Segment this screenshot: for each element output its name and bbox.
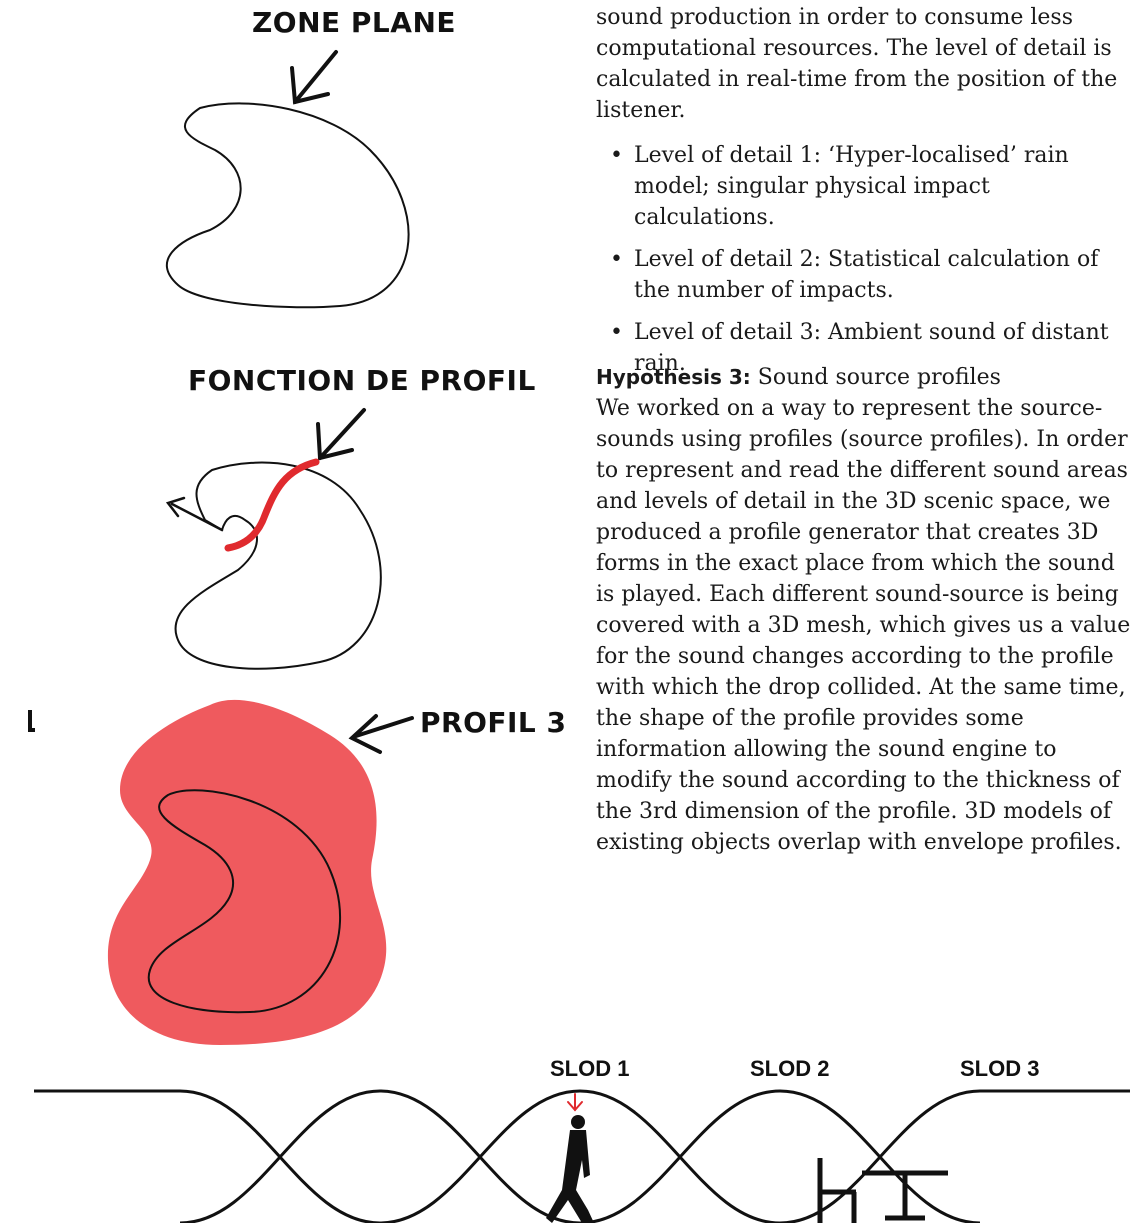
profil-3-label: PROFIL 3 xyxy=(420,706,567,739)
profile-function-curve xyxy=(224,458,320,552)
slod-3-label: SLOD 3 xyxy=(960,1056,1040,1081)
zone-plane-label: ZONE PLANE xyxy=(252,6,457,39)
arrow-icon xyxy=(316,408,366,461)
arrow-icon xyxy=(290,50,338,105)
list-item-text: Level of detail 1: ‘Hyper-localised’ rai… xyxy=(634,143,1069,230)
hypothesis-section: Hypothesis 3: Sound source profiles We w… xyxy=(596,362,1136,858)
profile-3-inner-shape xyxy=(147,789,341,1014)
impact-arrow-icon xyxy=(567,1093,583,1112)
slod-2-label: SLOD 2 xyxy=(750,1056,830,1081)
list-item: • Level of detail 1: ‘Hyper-localised’ ra… xyxy=(596,140,1136,233)
profile-3-envelope xyxy=(107,699,387,1045)
arrow-icon xyxy=(165,496,224,532)
zone-plane-shape xyxy=(165,102,410,309)
hypothesis-subtitle: Sound source profiles xyxy=(757,365,1001,390)
bullet-icon: • xyxy=(610,320,623,345)
arrow-icon xyxy=(348,714,414,754)
bullet-icon: • xyxy=(610,143,623,168)
detail-level-list: • Level of detail 1: ‘Hyper-localised’ ra… xyxy=(596,140,1136,390)
fonction-de-profil-label: FONCTION DE PROFIL xyxy=(188,364,536,397)
table-icon xyxy=(862,1170,948,1221)
slod-wave-diagram xyxy=(34,1089,1130,1223)
hypothesis-body: We worked on a way to represent the sour… xyxy=(596,396,1131,855)
intro-paragraph: sound production in order to consume les… xyxy=(596,5,1118,123)
list-item-text: Level of detail 3: Ambient sound of dist… xyxy=(634,320,1109,376)
bullet-icon: • xyxy=(610,247,623,272)
slod-1-label: SLOD 1 xyxy=(550,1056,630,1081)
list-item-text: Level of detail 2: Statistical calculati… xyxy=(634,247,1099,303)
list-item: • Level of detail 3: Ambient sound of dis… xyxy=(596,317,1136,379)
cropped-edge-glyph xyxy=(28,710,35,732)
hypothesis-heading: Hypothesis 3: Sound source profiles xyxy=(596,362,1136,393)
hypothesis-title: Hypothesis 3: xyxy=(596,365,751,389)
walking-person-icon xyxy=(546,1115,594,1223)
list-item: • Level of detail 2: Statistical calculat… xyxy=(596,244,1136,306)
fonction-profile-shape xyxy=(174,461,382,670)
chair-icon xyxy=(817,1158,857,1223)
